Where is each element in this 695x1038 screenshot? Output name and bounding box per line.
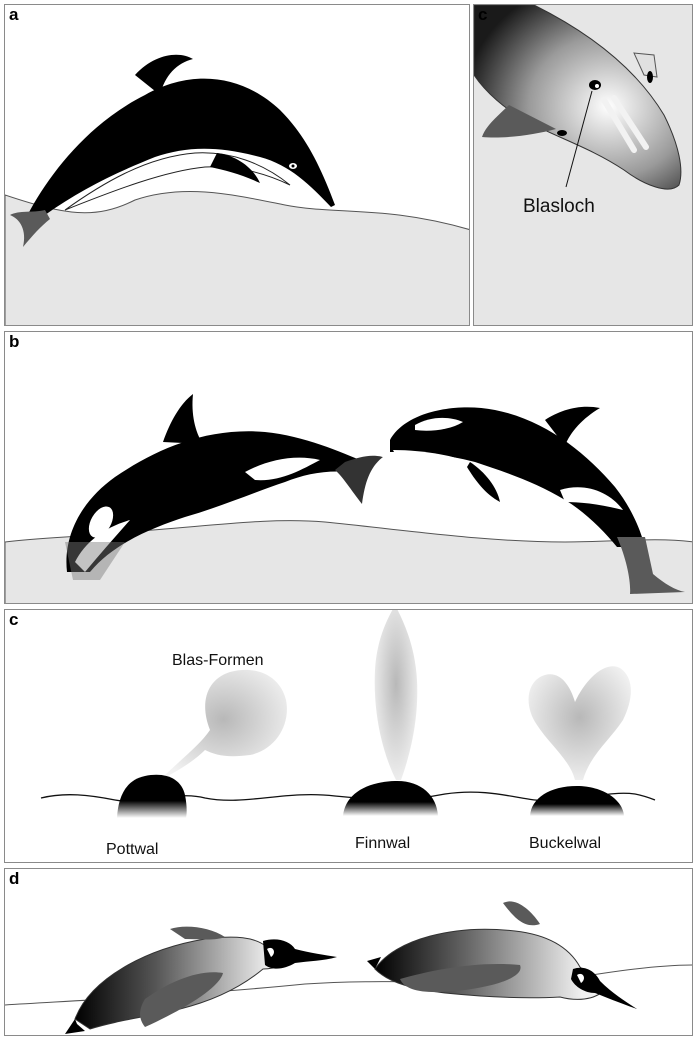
spouts-title: Blas-Formen: [172, 652, 264, 670]
penguin-1-head: [263, 939, 337, 968]
penguin-2-flipper-top: [503, 901, 540, 925]
blowhole-mark: [589, 80, 601, 90]
orca-1-dorsal-fin: [163, 394, 203, 444]
whale-label-buckelwal: Buckelwal: [529, 835, 601, 853]
whale-label-pottwal: Pottwal: [106, 841, 158, 859]
blowhole-illustration: [474, 5, 693, 326]
penguin-2-head: [571, 968, 637, 1009]
whale-head: [474, 5, 681, 189]
blowhole-annotation: Blasloch: [523, 196, 595, 218]
penguins-illustration: [5, 869, 693, 1036]
spouts-illustration: [5, 610, 693, 863]
panel-a-dolphin: a: [4, 4, 470, 326]
whale-fin-top: [634, 53, 657, 77]
dolphin-illustration: [5, 5, 470, 326]
penguin-1-flipper-top: [170, 927, 225, 940]
finnwal-spout: [375, 610, 418, 780]
panel-d-penguins: d: [4, 868, 693, 1036]
pottwal-back: [117, 775, 187, 818]
orcas-illustration: [5, 332, 693, 604]
buckelwal-spout: [529, 666, 631, 780]
finnwal-back: [343, 781, 438, 816]
panel-c-top-label: c: [478, 6, 487, 24]
panel-b-orcas: b: [4, 331, 693, 604]
panel-c-spouts: c Blas-Formen Pottwal Finnwal Buckelwal: [4, 609, 693, 863]
buckelwal-back: [530, 786, 624, 816]
whale-label-finnwal: Finnwal: [355, 835, 410, 853]
panel-c-blowhole: c Blasloch: [473, 4, 693, 326]
pottwal-spout: [160, 670, 287, 780]
water-surface: [5, 191, 470, 326]
